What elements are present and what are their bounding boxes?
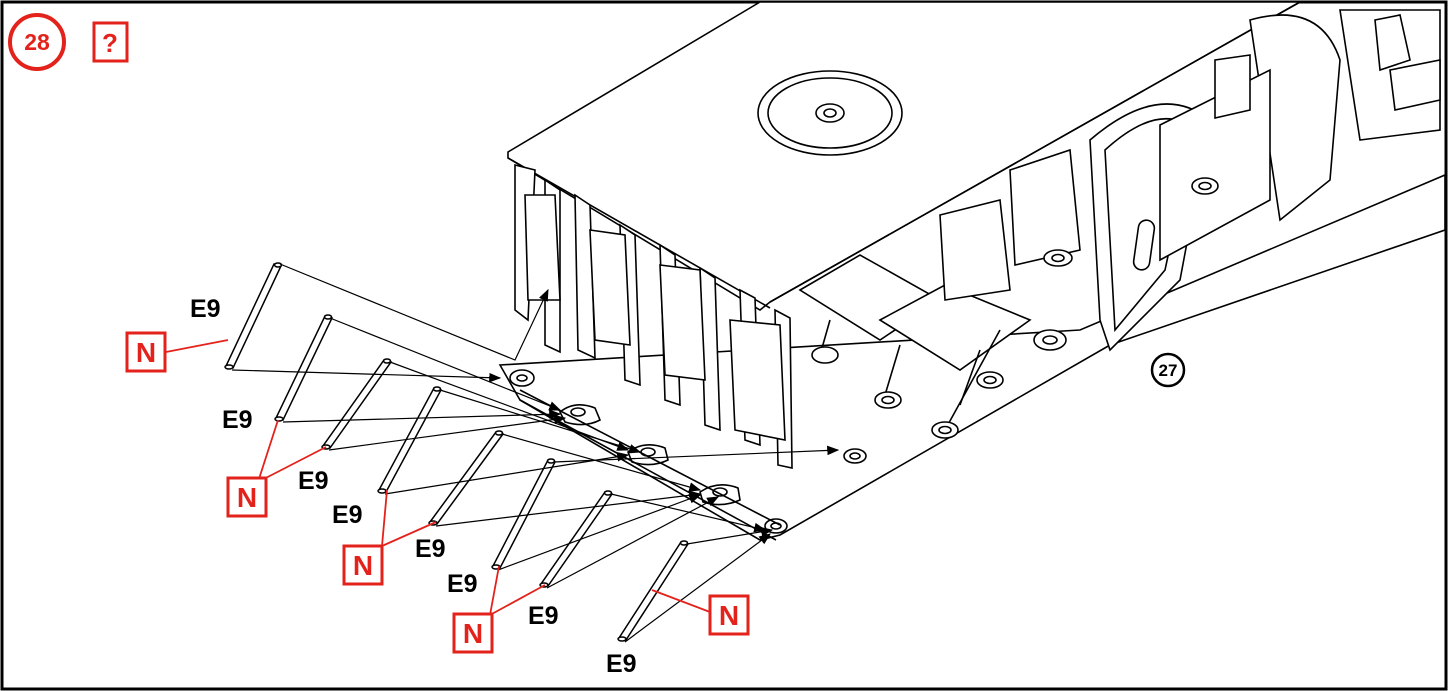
new-marker-label: N [136,337,156,368]
assembly-arrows [231,263,840,643]
new-part-markers: N N N N N [125,331,750,654]
arrow [279,263,549,361]
arrow [553,445,840,463]
arrow [439,389,642,454]
e9-rod [428,430,505,526]
new-part-marker: N [452,612,494,654]
e9-rod [274,314,334,422]
arrow [686,527,774,545]
interior-seats [798,148,1081,431]
help-symbol: ? [102,28,118,58]
part-label-e9: E9 [190,295,221,323]
part-label-e9: E9 [332,501,363,529]
new-part-marker: N [226,476,268,518]
hull-assembly [498,1,1446,541]
arrow [329,317,562,411]
seat-frames [514,163,793,469]
new-part-marker: N [708,594,750,636]
rear-door [1089,14,1341,352]
arrow [610,493,767,533]
part-label-e9: E9 [528,602,559,630]
arrow [501,433,702,492]
new-marker-label: N [463,618,483,649]
new-marker-label: N [353,550,373,581]
new-part-marker: N [342,544,384,586]
part-label-e9: E9 [447,570,478,598]
floor-mount-holes [811,177,1219,439]
arrow [384,451,630,495]
rear-details [1214,9,1441,141]
new-marker-label: N [719,600,739,631]
help-box: ? [92,21,129,63]
arrow [231,369,502,383]
arrow [328,414,567,451]
e9-rods [224,262,690,642]
new-marker-label: N [237,482,257,513]
part-labels: E9 E9 E9 E9 E9 E9 E9 E9 [190,295,637,678]
assembly-reference: 27 [1150,352,1186,388]
e9-rod [321,358,393,450]
arrow [389,361,630,451]
part-label-e9: E9 [298,467,329,495]
arrow [624,533,771,643]
e9-rod [224,262,283,370]
assembly-reference-number: 27 [1159,361,1178,380]
part-label-e9: E9 [222,406,253,434]
arrow [546,496,720,589]
arrow [435,490,702,527]
part-label-e9: E9 [606,650,637,678]
arrow [282,409,562,423]
part-label-e9: E9 [415,535,446,563]
new-part-marker: N [125,331,167,373]
n-leader-lines [165,339,711,616]
step-number-badge: 28 [8,13,66,71]
step-number: 28 [24,29,50,55]
